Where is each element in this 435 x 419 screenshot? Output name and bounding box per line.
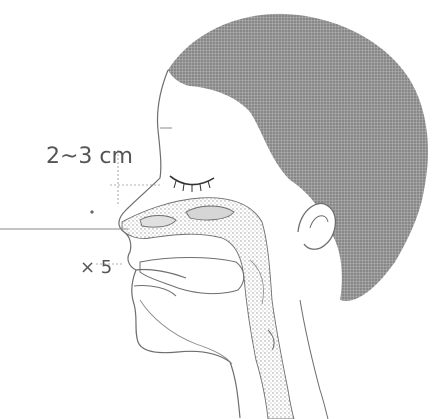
face-outline: [119, 70, 240, 418]
side-label: × 5: [80, 257, 112, 278]
measurement-label: 2~3 cm: [46, 144, 133, 169]
neck-outline: [300, 300, 328, 419]
closed-eye: [170, 176, 214, 185]
lower-lip: [134, 285, 176, 296]
nasal-passage: [122, 198, 294, 419]
ear: [298, 204, 335, 250]
jaw-outline: [140, 300, 232, 364]
nose-tip-marker: [90, 210, 93, 213]
oral-cavity: [140, 258, 244, 294]
